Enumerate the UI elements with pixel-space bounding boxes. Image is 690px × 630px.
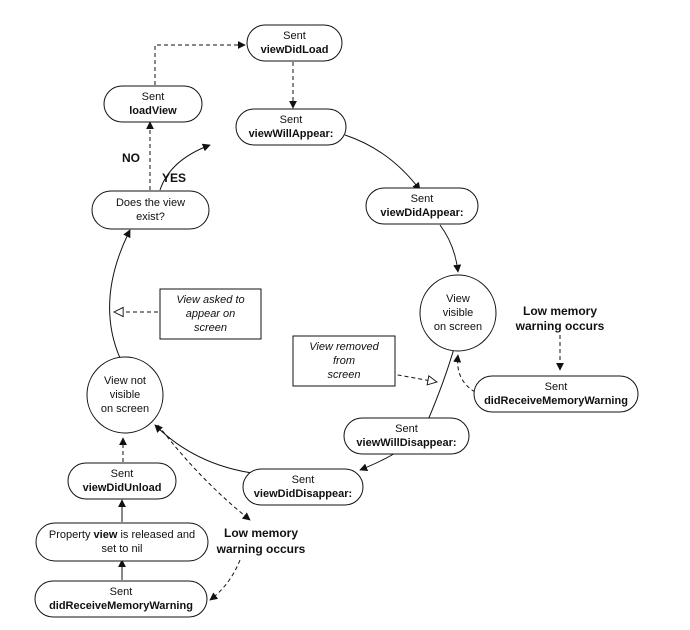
svg-text:viewDidDisappear:: viewDidDisappear: (254, 488, 352, 500)
svg-text:warning occurs: warning occurs (216, 542, 306, 556)
note-view-removed-from-screen: View removed from screen (292, 335, 396, 387)
svg-text:Sent: Sent (142, 91, 165, 103)
svg-text:visible: visible (443, 307, 474, 319)
connector-visible-to-willdisappear (427, 344, 456, 421)
svg-text:appear on: appear on (186, 308, 236, 320)
svg-text:View not: View not (104, 375, 146, 387)
svg-text:on screen: on screen (434, 321, 482, 333)
svg-text:Sent: Sent (292, 474, 315, 486)
label-yes: YES (162, 171, 186, 185)
connector-lowmem-to-didreceive-bottom (209, 559, 241, 601)
svg-text:Does the view: Does the view (116, 197, 185, 209)
connector-notvisible-to-lowmem (157, 424, 251, 521)
svg-text:screen: screen (194, 322, 227, 334)
connector-didreceive-right-to-visible (453, 354, 476, 393)
svg-text:exist?: exist? (136, 211, 165, 223)
node-viewdidload: Sent viewDidLoad (246, 24, 343, 62)
svg-text:Sent: Sent (545, 381, 568, 393)
svg-text:Property view is released and: Property view is released and (49, 529, 195, 541)
connector-loadview-to-viewdidload (154, 41, 246, 85)
node-viewdidappear: Sent viewDidAppear: (365, 187, 479, 225)
svg-text:set to nil: set to nil (102, 543, 143, 555)
connector-didappear-to-visible (439, 224, 462, 273)
node-does-view-exist: Does the view exist? (91, 190, 210, 230)
svg-text:Sent: Sent (111, 468, 134, 480)
label-low-memory-right: Low memory warning occurs (515, 304, 605, 333)
node-viewwillappear: Sent viewWillAppear: (235, 108, 347, 146)
connector-diddisappear-to-notvisible (154, 424, 271, 476)
svg-text:didReceiveMemoryWarning: didReceiveMemoryWarning (49, 600, 193, 612)
node-loadview: Sent loadView (103, 85, 203, 123)
node-viewdiddisappear: Sent viewDidDisappear: (242, 468, 364, 506)
svg-text:Sent: Sent (110, 586, 133, 598)
svg-text:viewWillAppear:: viewWillAppear: (249, 128, 334, 140)
svg-text:Sent: Sent (283, 30, 306, 42)
node-property-released: Property view is released and set to nil (35, 522, 209, 562)
svg-text:viewWillDisappear:: viewWillDisappear: (356, 437, 456, 449)
node-viewwilldisappear: Sent viewWillDisappear: (343, 417, 470, 455)
svg-text:viewDidAppear:: viewDidAppear: (380, 207, 463, 219)
svg-text:View asked to: View asked to (176, 294, 244, 306)
svg-text:loadView: loadView (129, 105, 177, 117)
note-view-asked-to-appear: View asked to appear on screen (159, 288, 262, 340)
svg-text:Low memory: Low memory (224, 526, 298, 540)
label-no: NO (122, 151, 140, 165)
node-didreceivememorywarning-bottom: Sent didReceiveMemoryWarning (34, 580, 208, 618)
node-view-visible: View visible on screen (419, 274, 497, 352)
svg-text:Sent: Sent (411, 193, 434, 205)
label-low-memory-bottom: Low memory warning occurs (216, 526, 306, 556)
svg-text:on screen: on screen (101, 403, 149, 415)
svg-text:View: View (446, 293, 470, 305)
connector-note-removed (369, 369, 437, 382)
svg-text:viewDidLoad: viewDidLoad (261, 44, 329, 56)
svg-text:from: from (333, 355, 355, 367)
node-didreceivememorywarning-right: Sent didReceiveMemoryWarning (473, 375, 639, 413)
svg-text:viewDidUnload: viewDidUnload (83, 482, 162, 494)
svg-text:View removed: View removed (309, 341, 379, 353)
svg-text:Sent: Sent (395, 423, 418, 435)
svg-text:Low memory: Low memory (523, 304, 597, 318)
svg-text:warning occurs: warning occurs (515, 319, 605, 333)
svg-text:Sent: Sent (280, 114, 303, 126)
svg-text:didReceiveMemoryWarning: didReceiveMemoryWarning (484, 395, 628, 407)
node-viewdidunload: Sent viewDidUnload (67, 462, 177, 500)
node-view-not-visible: View not visible on screen (86, 356, 164, 434)
connector-exist-to-willappear (159, 143, 211, 191)
connector-willappear-to-didappear (344, 134, 421, 191)
svg-text:visible: visible (110, 389, 141, 401)
svg-text:screen: screen (327, 369, 360, 381)
connector-notvisible-to-exist (109, 229, 131, 359)
